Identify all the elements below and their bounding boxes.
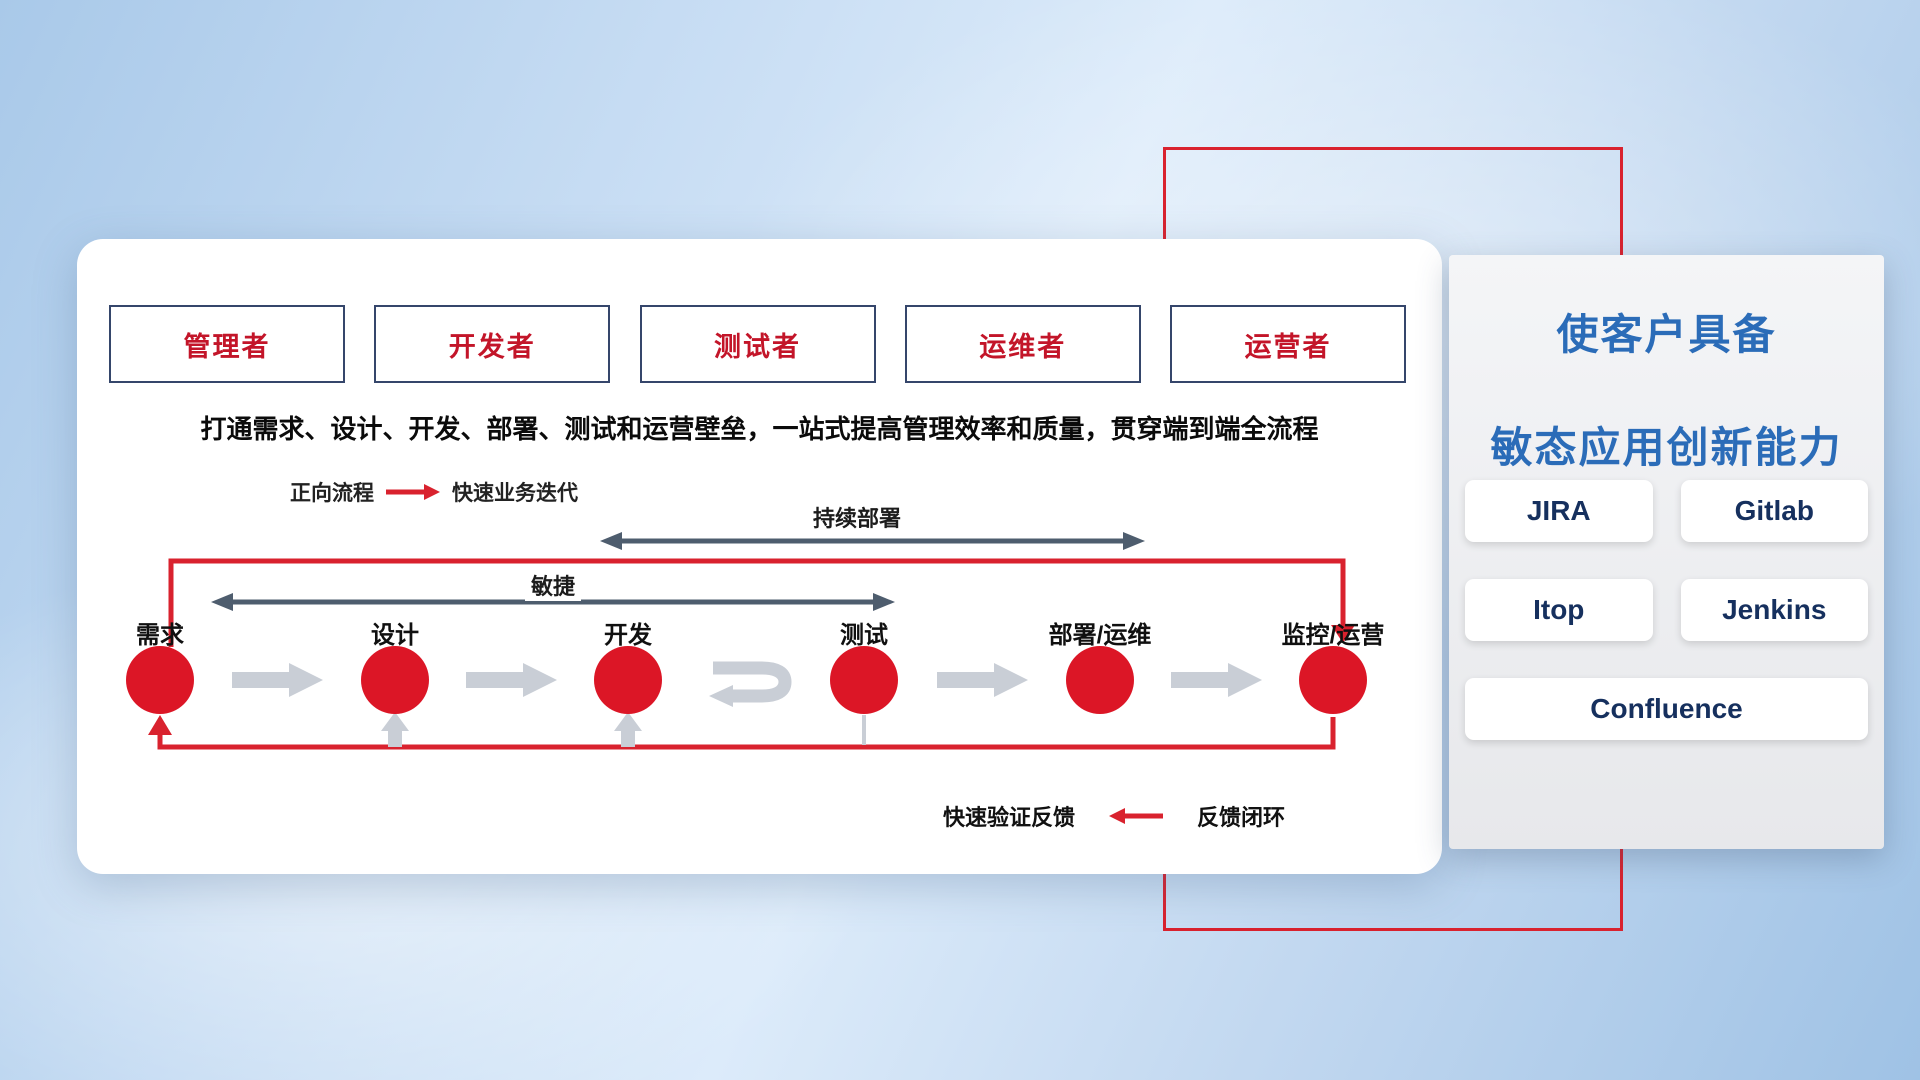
tool-button-confluence[interactable]: Confluence — [1465, 678, 1868, 740]
flow-subtitle: 打通需求、设计、开发、部署、测试和运营壁垒，一站式提高管理效率和质量，贯穿端到端… — [200, 414, 1319, 444]
capability-panel: 使客户具备 敏态应用创新能力 JIRA Gitlab Itop Jenkins … — [1449, 255, 1884, 849]
flow-diagram-svg — [126, 532, 1367, 750]
legend-feedback-value: 快速验证反馈 — [943, 805, 1076, 830]
role-box-ops: 运维者 — [904, 305, 1141, 383]
legend-forward: 正向流程 快速业务迭代 — [290, 477, 578, 507]
panel-title-line2: 敏态应用创新能力 — [1490, 424, 1843, 471]
stage-label-test: 测试 — [840, 622, 888, 649]
stage-circle-deploy-ops — [1066, 646, 1134, 714]
agile-label: 敏捷 — [524, 569, 582, 601]
flow-step-arrows — [232, 663, 1262, 697]
tool-button-itop[interactable]: Itop — [1465, 579, 1653, 641]
tool-button-grid: JIRA Gitlab Itop Jenkins Confluence — [1465, 480, 1868, 740]
stage-label-deploy-ops: 部署/运维 — [1048, 622, 1152, 649]
stage-label-monitor: 监控/运营 — [1281, 622, 1385, 649]
tool-button-jira[interactable]: JIRA — [1465, 480, 1653, 542]
panel-title-line1: 使客户具备 — [1556, 311, 1777, 358]
legend-feedback-label: 反馈闭环 — [1197, 805, 1286, 830]
stage-label-develop: 开发 — [604, 622, 652, 649]
continuous-deploy-span-arrow — [600, 532, 1145, 550]
stage-circle-design — [361, 646, 429, 714]
agile-span-arrow — [211, 593, 895, 611]
feedback-arrow-icon — [1109, 808, 1164, 824]
stage-label-design: 设计 — [371, 622, 419, 649]
role-box-tester: 测试者 — [639, 305, 876, 383]
role-box-manager: 管理者 — [109, 305, 345, 383]
devops-flow-card: 管理者 开发者 测试者 运维者 运营者 打通需求、设计、开发、部署、测试和运营壁… — [77, 239, 1442, 874]
legend-forward-label: 正向流程 — [290, 482, 374, 505]
continuous-deploy-label: 持续部署 — [806, 501, 908, 533]
stage-circle-develop — [594, 646, 662, 714]
role-row: 管理者 开发者 测试者 运维者 运营者 — [109, 305, 1406, 383]
legend-forward-value: 快速业务迭代 — [452, 482, 578, 505]
forward-arrow-icon — [386, 484, 440, 500]
stage-circle-test — [830, 646, 898, 714]
feedback-loop-line — [148, 715, 1336, 750]
stage-circle-monitor — [1299, 646, 1367, 714]
stage-label-requirements: 需求 — [136, 622, 184, 649]
feedback-up-arrows — [381, 712, 866, 747]
forward-loop-line — [168, 558, 1355, 647]
role-box-operator: 运营者 — [1170, 305, 1406, 383]
tool-button-gitlab[interactable]: Gitlab — [1680, 480, 1868, 542]
role-box-developer: 开发者 — [374, 305, 611, 383]
legend-feedback: 快速验证反馈 反馈闭环 — [943, 800, 1285, 832]
dev-test-loop-arrow-icon — [709, 661, 792, 707]
tool-button-jenkins[interactable]: Jenkins — [1680, 579, 1868, 641]
stage-circles — [126, 646, 1367, 714]
stage-circle-requirements — [126, 646, 194, 714]
